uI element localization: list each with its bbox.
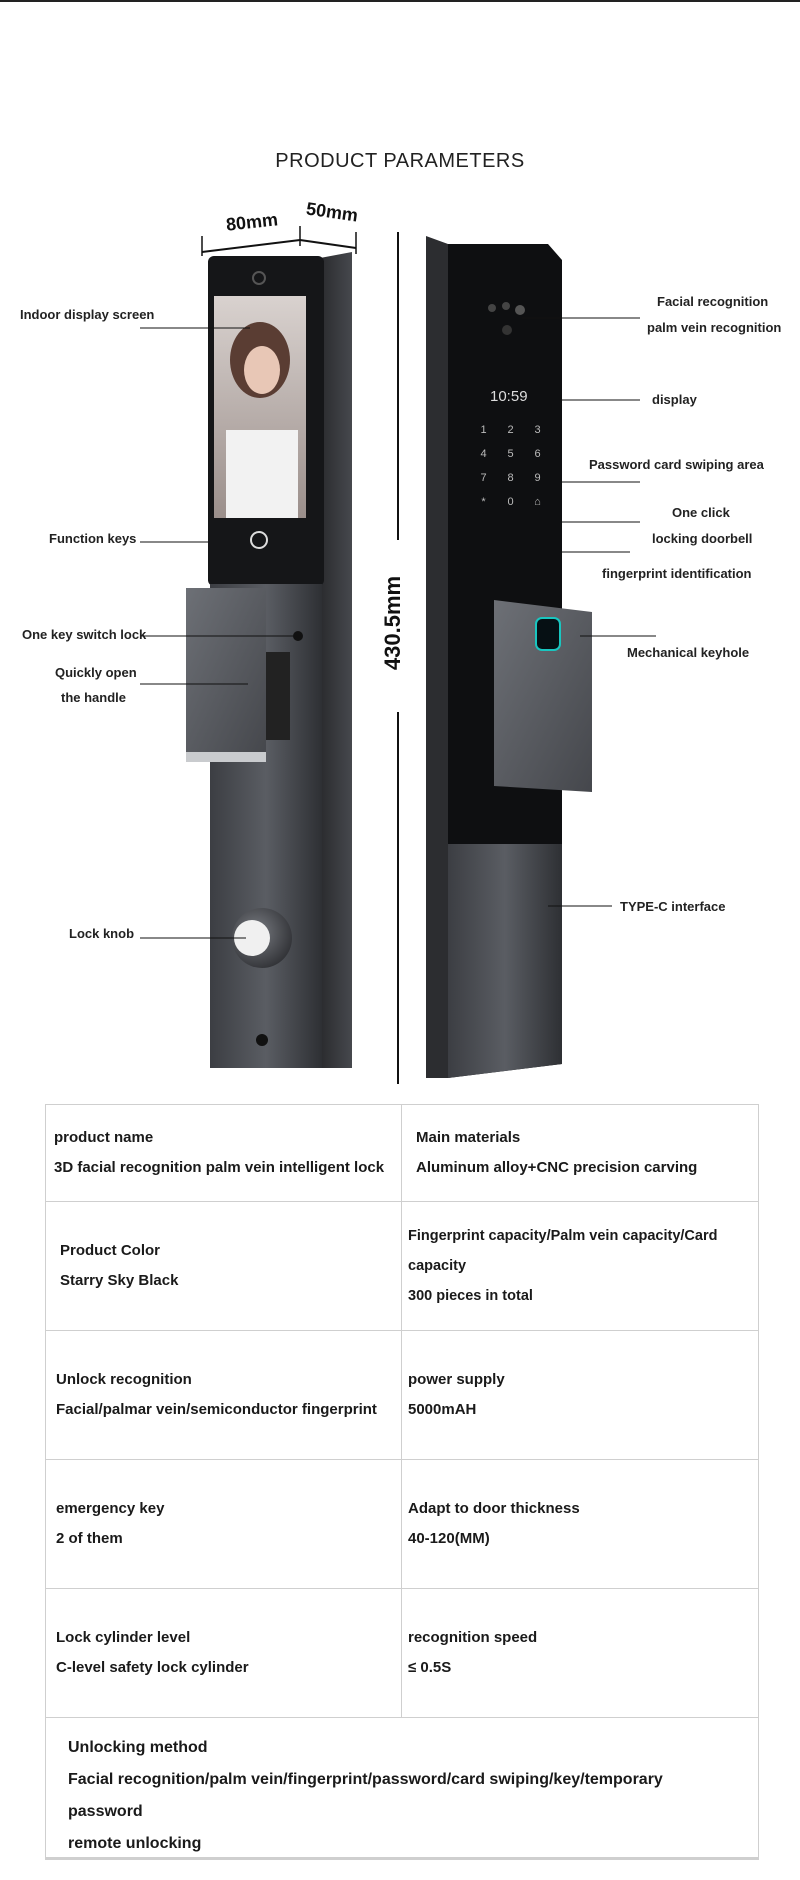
spec-cell: Lock cylinder level C-level safety lock …: [46, 1589, 402, 1717]
label-doorbell-1: One click: [672, 505, 730, 520]
label-indoor-display: Indoor display screen: [20, 307, 155, 322]
keypad-key: 7: [480, 472, 487, 484]
label-quick-open-2: the handle: [61, 690, 127, 705]
label-lock-knob: Lock knob: [69, 926, 135, 941]
indoor-lock: [186, 252, 352, 1068]
spec-value: ≤ 0.5S: [408, 1659, 452, 1676]
keypad-key: ⌂: [534, 496, 541, 508]
top-border: [0, 0, 800, 2]
switch-lock-icon: [293, 631, 303, 641]
page-title: PRODUCT PARAMETERS: [275, 150, 525, 172]
camera-icon: [252, 271, 266, 285]
spec-cell: Adapt to door thickness 40-120(MM): [402, 1460, 758, 1588]
spec-label: power supply: [408, 1371, 505, 1388]
spec-label: Unlocking method: [68, 1739, 208, 1756]
spec-cell: Product Color Starry Sky Black: [46, 1202, 402, 1330]
spec-cell: power supply 5000mAH: [402, 1331, 758, 1459]
spec-label: Fingerprint capacity/Palm vein capacity/…: [408, 1228, 718, 1274]
product-illustration: [140, 226, 656, 1084]
spec-cell: recognition speed ≤ 0.5S: [402, 1589, 758, 1717]
keypad-key: 0: [507, 496, 514, 508]
spec-label: Main materials: [416, 1129, 521, 1146]
label-switch-lock: One key switch lock: [22, 627, 147, 642]
spec-label: Unlock recognition: [56, 1371, 192, 1388]
spec-cell: Main materials Aluminum alloy+CNC precis…: [402, 1105, 758, 1201]
spec-row: product name 3D facial recognition palm …: [46, 1105, 758, 1202]
fingerprint-sensor-icon: [535, 617, 561, 651]
function-key-icon: [250, 531, 268, 549]
label-facial-2: palm vein recognition: [647, 320, 782, 335]
dimension-height: 430.5mm: [380, 575, 406, 671]
keypad-key: 1: [480, 424, 487, 436]
label-typec: TYPE-C interface: [620, 899, 726, 914]
spec-value: remote unlocking: [68, 1835, 202, 1852]
keypad-key: *: [481, 496, 486, 508]
spec-cell: Fingerprint capacity/Palm vein capacity/…: [402, 1202, 758, 1330]
spec-label: product name: [54, 1129, 154, 1146]
spec-table: product name 3D facial recognition palm …: [45, 1104, 759, 1859]
spec-label: Adapt to door thickness: [408, 1500, 580, 1517]
device-clock: 10:59: [490, 388, 528, 405]
keypad: 1 2 3 4 5 6 7 8 9 * 0 ⌂: [470, 424, 550, 508]
table-bottom-border: [45, 1857, 759, 1860]
keypad-key: 5: [507, 448, 514, 460]
spec-label: recognition speed: [408, 1629, 538, 1646]
spec-value: 300 pieces in total: [408, 1288, 533, 1304]
spec-cell: product name 3D facial recognition palm …: [46, 1105, 402, 1201]
keypad-key: 3: [534, 424, 541, 436]
label-quick-open-1: Quickly open: [55, 665, 137, 680]
spec-value: 5000mAH: [408, 1401, 477, 1418]
spec-label: Product Color: [60, 1242, 160, 1259]
outdoor-lock: [426, 236, 592, 1078]
keypad-key: 2: [507, 424, 514, 436]
spec-label: emergency key: [56, 1500, 165, 1517]
label-function-keys: Function keys: [49, 531, 137, 546]
spec-value: 3D facial recognition palm vein intellig…: [54, 1159, 385, 1176]
label-doorbell-2: locking doorbell: [652, 531, 753, 546]
spec-value: C-level safety lock cylinder: [56, 1659, 249, 1676]
spec-value: Facial/palmar vein/semiconductor fingerp…: [56, 1401, 377, 1418]
outdoor-handle: [494, 600, 592, 792]
face-camera-icon: [502, 325, 512, 335]
spec-label: Lock cylinder level: [56, 1629, 191, 1646]
keypad-key: 9: [534, 472, 541, 484]
keypad-key: 8: [507, 472, 514, 484]
keypad-key: 6: [534, 448, 541, 460]
unlocking-method: Unlocking method Facial recognition/palm…: [46, 1718, 758, 1858]
spec-cell: Unlock recognition Facial/palmar vein/se…: [46, 1331, 402, 1459]
spec-cell: emergency key 2 of them: [46, 1460, 402, 1588]
label-password-area: Password card swiping area: [589, 457, 764, 472]
spec-value: Starry Sky Black: [60, 1272, 179, 1289]
spec-value: Aluminum alloy+CNC precision carving: [416, 1159, 698, 1176]
spec-row: emergency key 2 of them Adapt to door th…: [46, 1460, 758, 1589]
spec-row: Unlock recognition Facial/palmar vein/se…: [46, 1331, 758, 1460]
handle: [186, 588, 266, 756]
label-fingerprint: fingerprint identification: [602, 566, 752, 581]
label-display: display: [652, 392, 697, 407]
spec-row-unlocking: Unlocking method Facial recognition/palm…: [46, 1718, 758, 1858]
spec-row: Product Color Starry Sky Black Fingerpri…: [46, 1202, 758, 1331]
spec-row: Lock cylinder level C-level safety lock …: [46, 1589, 758, 1718]
label-keyhole: Mechanical keyhole: [627, 645, 750, 660]
spec-value: Facial recognition/palm vein/fingerprint…: [68, 1771, 663, 1820]
label-facial-1: Facial recognition: [657, 294, 769, 309]
spec-value: 2 of them: [56, 1530, 123, 1547]
keypad-key: 4: [480, 448, 487, 460]
spec-value: 40-120(MM): [408, 1530, 490, 1547]
